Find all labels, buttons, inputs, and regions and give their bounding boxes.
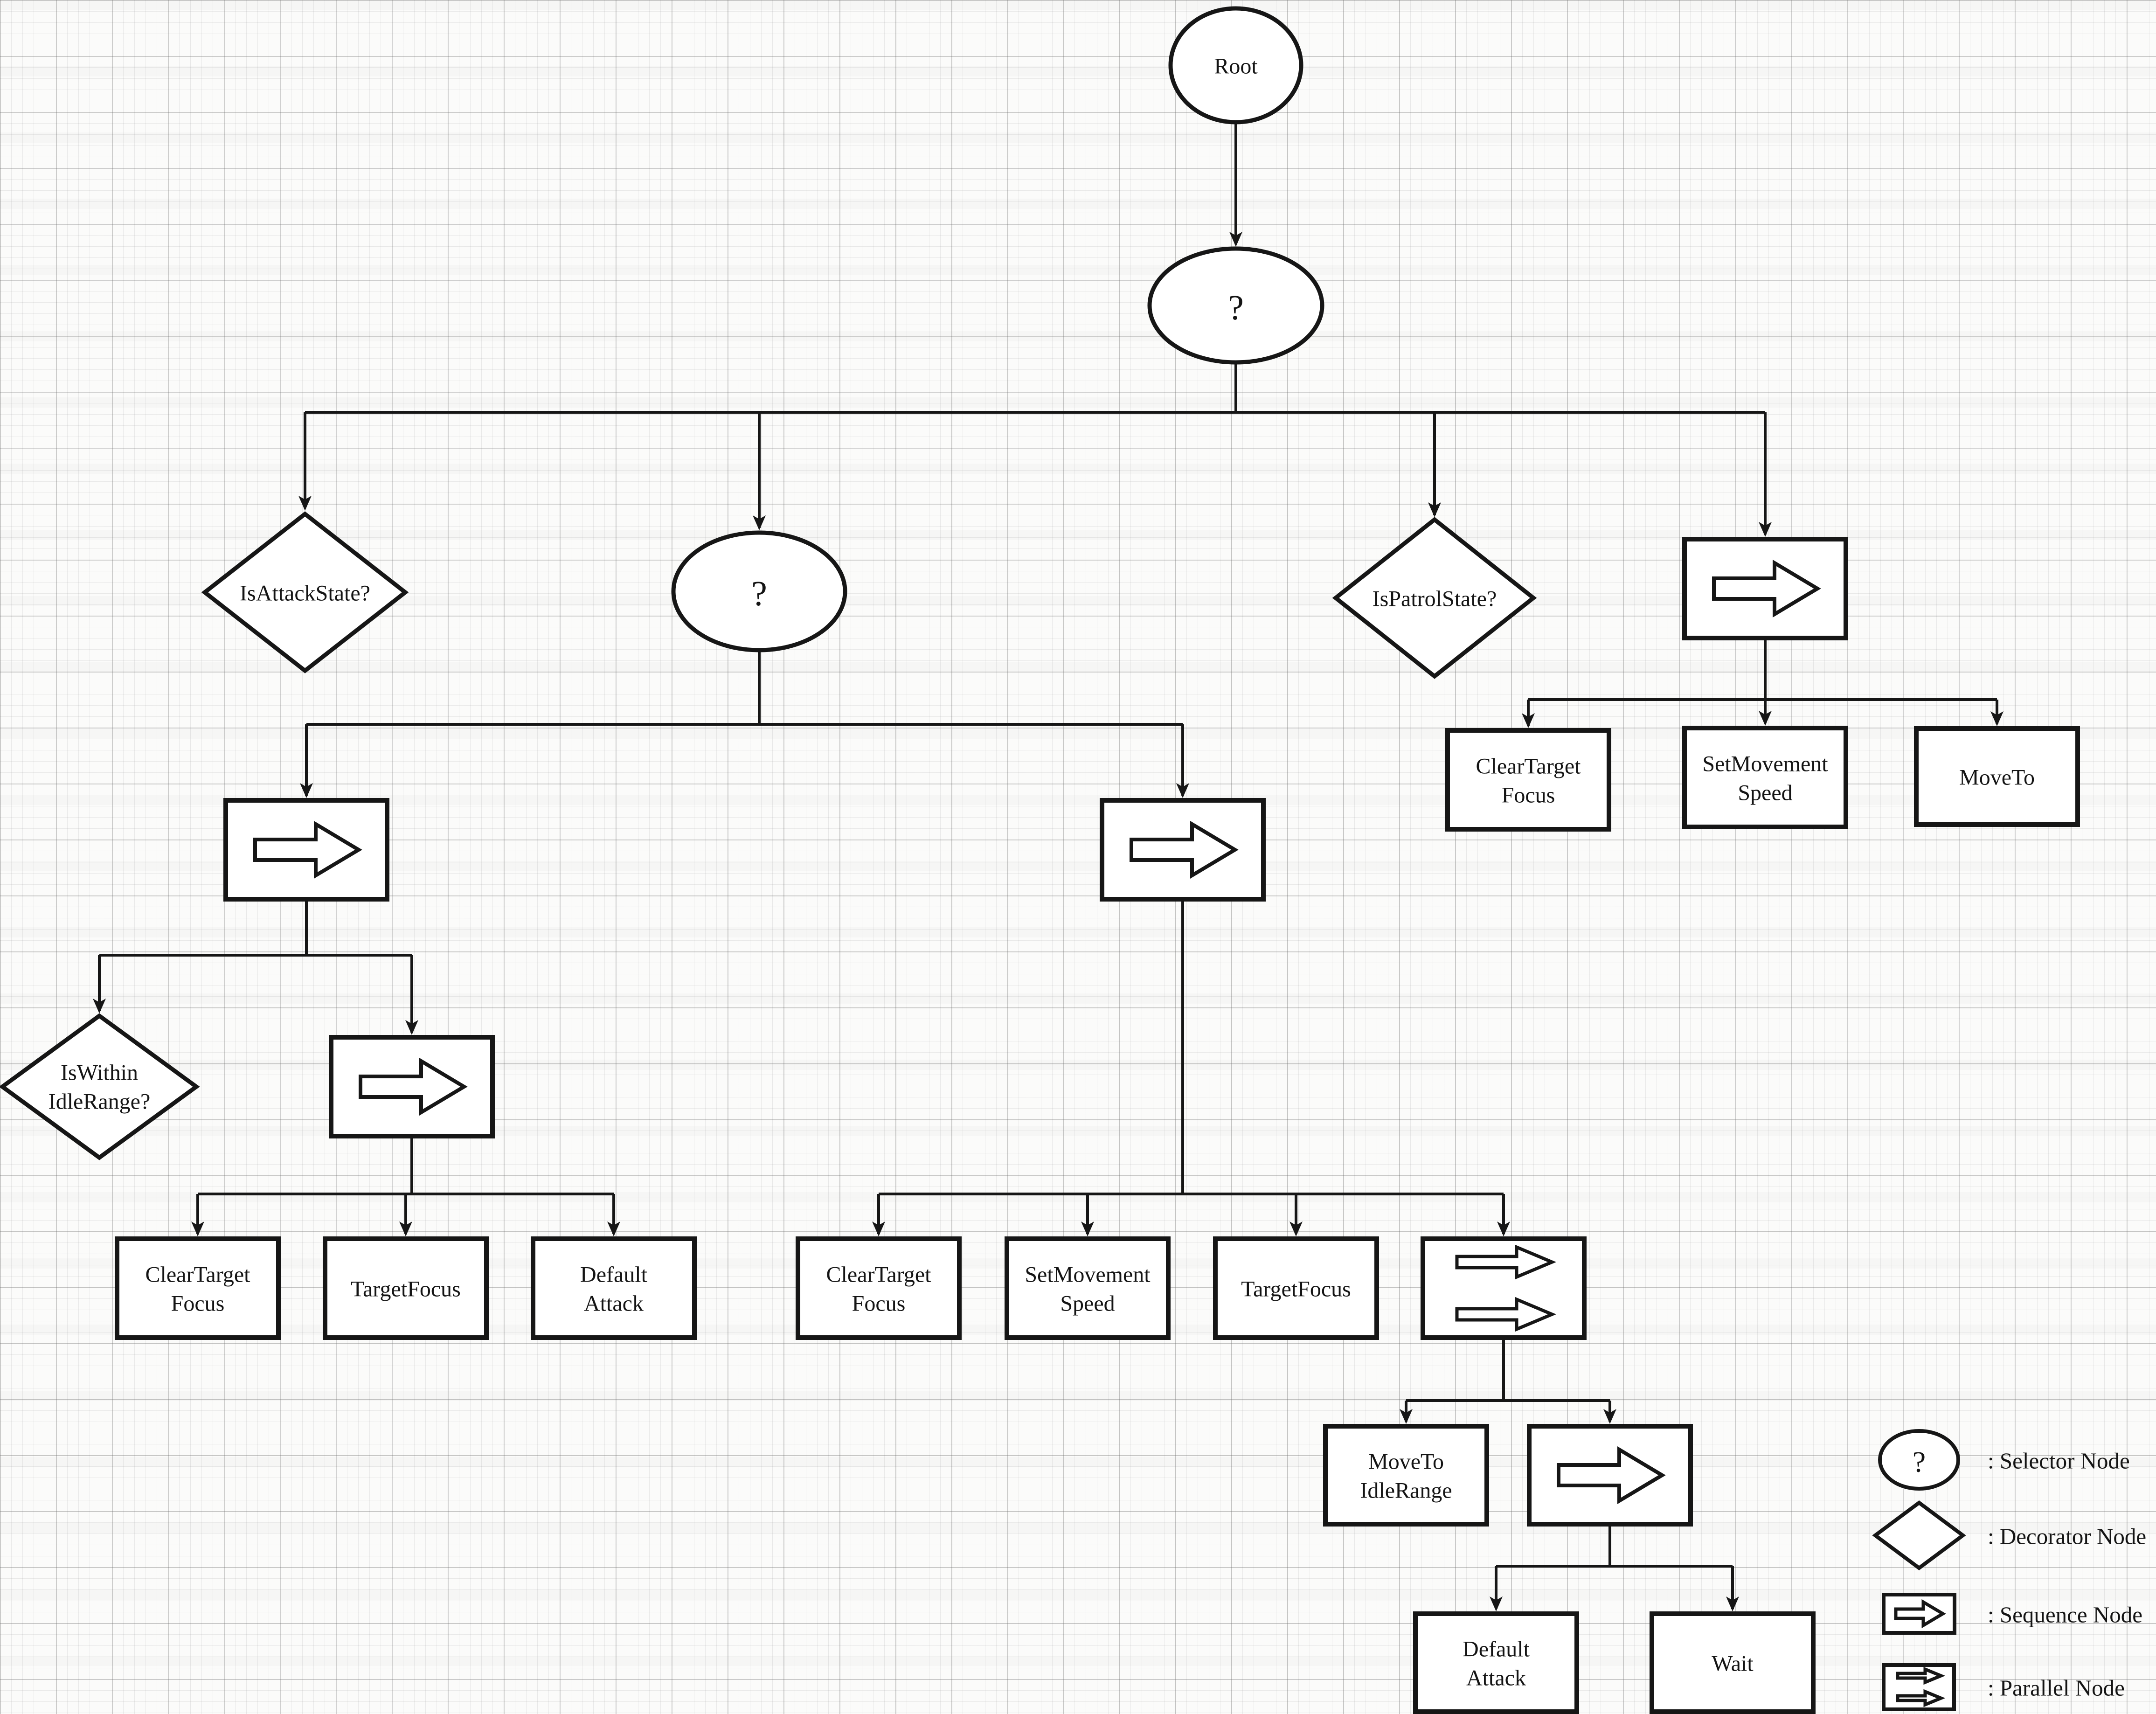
attack-target-focus-label: TargetFocus	[351, 1277, 461, 1302]
attack-default-attack-line1: Default	[580, 1263, 648, 1287]
parallel-arrows-icon	[1455, 1297, 1557, 1332]
legend-decorator-icon	[1872, 1500, 1966, 1570]
attack-clear-target-line2: Focus	[171, 1291, 225, 1316]
sub-selector-node	[671, 530, 847, 652]
sequence-arrow-icon	[1130, 820, 1239, 879]
edges	[93, 122, 2003, 1611]
mid-target-focus-label: TargetFocus	[1241, 1277, 1351, 1302]
legend: ? : Selector Node : Decorator Node : Seq…	[1872, 1429, 2146, 1711]
move-to-idle-line1: MoveTo	[1368, 1450, 1444, 1474]
legend-sequence-label: : Sequence Node	[1988, 1602, 2142, 1628]
patrol-set-speed-node	[1682, 726, 1848, 829]
patrol-set-speed-line1: SetMovement	[1702, 752, 1828, 777]
attack-decorator-node	[201, 511, 409, 673]
legend-parallel-icon	[1882, 1663, 1956, 1711]
move-to-idle-range-node	[1323, 1424, 1489, 1527]
attack-clear-target-line1: ClearTarget	[146, 1263, 251, 1287]
patrol-set-speed-line2: Speed	[1738, 781, 1792, 805]
attack-default-attack-line2: Attack	[584, 1291, 644, 1316]
attack-decorator-label: IsAttackState?	[240, 581, 370, 606]
within-idle-line1: IsWithin	[61, 1061, 138, 1085]
sub-selector-symbol: ?	[751, 574, 767, 613]
mid-clear-target-line2: Focus	[852, 1291, 906, 1316]
patrol-decorator-label: IsPatrolState?	[1373, 587, 1497, 611]
mid-clear-target-node	[796, 1236, 962, 1340]
nodes: Root ? IsAttackState? ? IsPatrolState? C…	[0, 6, 2080, 1714]
within-idle-decorator-node	[0, 1013, 200, 1160]
patrol-clear-target-line1: ClearTarget	[1476, 754, 1581, 779]
sequence-arrow-icon	[1894, 1599, 1946, 1629]
bottom-default-attack-line1: Default	[1463, 1637, 1530, 1662]
bottom-default-attack-line2: Attack	[1466, 1666, 1526, 1691]
patrol-clear-target-node	[1445, 728, 1611, 832]
main-selector-node	[1147, 246, 1324, 365]
mid-clear-target-line1: ClearTarget	[826, 1263, 932, 1287]
mid-set-speed-node	[1005, 1236, 1171, 1340]
patrol-move-to-label: MoveTo	[1959, 765, 2035, 790]
main-selector-symbol: ?	[1228, 288, 1244, 327]
mid-target-focus-node	[1213, 1236, 1379, 1340]
patrol-clear-target-line2: Focus	[1502, 783, 1555, 808]
attack-default-attack-node	[531, 1236, 697, 1340]
root-node	[1168, 6, 1303, 125]
sequence-arrow-icon	[1712, 559, 1821, 618]
legend-selector-icon	[1878, 1429, 1960, 1491]
mid-set-speed-line2: Speed	[1060, 1291, 1115, 1316]
sequence-arrow-icon	[359, 1057, 468, 1116]
legend-parallel-label: : Parallel Node	[1988, 1675, 2125, 1701]
legend-decorator-label: : Decorator Node	[1988, 1524, 2146, 1549]
legend-selector-label: : Selector Node	[1988, 1448, 2130, 1474]
bottom-default-attack-node	[1413, 1611, 1579, 1714]
sequence-arrow-icon	[1557, 1446, 1666, 1505]
move-to-idle-line2: IdleRange	[1360, 1478, 1452, 1503]
patrol-decorator-node	[1332, 517, 1537, 679]
attack-target-focus-node	[323, 1236, 489, 1340]
sequence-arrow-icon	[253, 820, 362, 879]
within-idle-line2: IdleRange?	[49, 1089, 151, 1114]
mid-parallel-node	[1421, 1236, 1587, 1340]
wait-node	[1650, 1611, 1816, 1714]
wait-label: Wait	[1712, 1652, 1754, 1676]
parallel-arrows-icon	[1455, 1244, 1557, 1280]
attack-clear-target-node	[115, 1236, 281, 1340]
legend-selector-symbol: ?	[1913, 1445, 1926, 1478]
parallel-arrows-icon	[1896, 1666, 1946, 1685]
root-label: Root	[1214, 54, 1258, 79]
mid-set-speed-line1: SetMovement	[1025, 1263, 1151, 1287]
patrol-move-to-node	[1914, 726, 2080, 827]
parallel-arrows-icon	[1896, 1689, 1946, 1707]
